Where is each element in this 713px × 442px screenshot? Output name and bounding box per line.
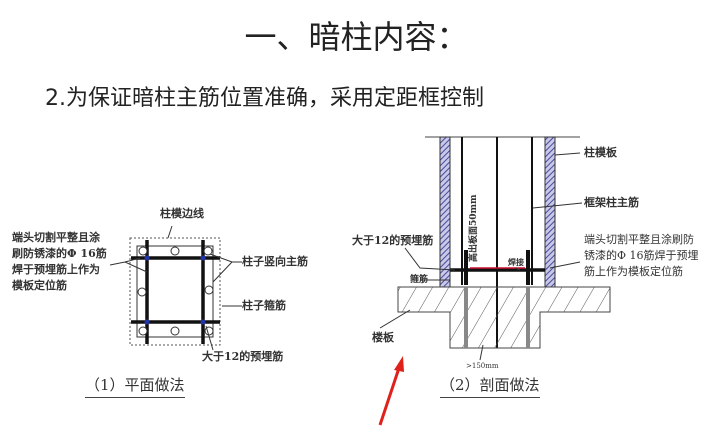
plan-note-line: 刷防锈漆的Φ 16筋 xyxy=(12,247,107,260)
plan-note-line: 焊于预埋筋上作为 xyxy=(12,263,100,276)
plan-formwork-line-label: 柱模边线 xyxy=(160,207,204,220)
plan-note-line: 端头切割平整且涂 xyxy=(12,231,100,244)
plan-embedded-label: 大于12的预埋筋 xyxy=(202,350,284,363)
plan-stirrup-label: 柱子箍筋 xyxy=(242,299,286,312)
plan-diagram xyxy=(109,225,242,351)
section-main-bar-label: 框架柱主筋 xyxy=(584,196,639,209)
section-depth-label: >150mm xyxy=(466,362,499,370)
section-diagram xyxy=(379,136,611,361)
plan-note-line: 模板定位筋 xyxy=(12,279,67,292)
section-formwork-label: 柱模板 xyxy=(584,146,617,159)
section-note: 端头切割平整且涂刷防 锈漆的Φ 16筋焊于预埋 筋上作为模板定位筋 xyxy=(584,232,699,280)
section-note-line: 端头切割平整且涂刷防 xyxy=(584,233,694,246)
section-caption: （2）剖面做法 xyxy=(440,374,540,398)
section-stirrup-label: 箍筋 xyxy=(410,275,429,285)
section-embedded-label: 大于12的预埋筋 xyxy=(352,234,434,247)
plan-caption: （1）平面做法 xyxy=(85,374,185,398)
slide-subtitle: 2.为保证暗柱主筋位置准确，采用定距框控制 xyxy=(45,86,484,111)
section-note-line: 锈漆的Φ 16筋焊于预埋 xyxy=(584,249,699,262)
slide-title: 一、暗柱内容： xyxy=(244,18,469,56)
section-note-line: 筋上作为模板定位筋 xyxy=(584,265,683,278)
section-weld-label: 焊接 xyxy=(508,257,524,267)
red-arrow-icon xyxy=(378,356,404,426)
section-slab-label: 楼板 xyxy=(372,331,394,344)
section-height-note: 高出板面50mm xyxy=(469,194,479,262)
plan-vertical-bar-label: 柱子竖向主筋 xyxy=(242,255,308,268)
plan-note: 端头切割平整且涂 刷防锈漆的Φ 16筋 焊于预埋筋上作为 模板定位筋 xyxy=(12,230,107,294)
